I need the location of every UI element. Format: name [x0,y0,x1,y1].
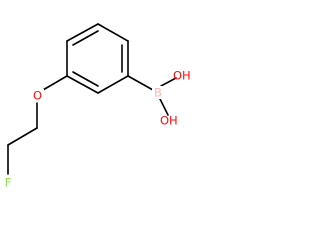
hydroxyl-label-lower: OH [160,114,178,128]
boron-label: B [154,86,162,100]
fluorine-label-background [2,176,15,189]
ether-oxygen-label: O [33,89,42,103]
ring-double-bond [72,71,99,87]
hydroxyl-label-upper: OH [173,69,191,83]
ring-double-bond [72,30,99,46]
fluorine-label: F [5,176,12,190]
boron-to-hydroxyl-bond [158,96,169,116]
atom-labels: O F B OH OH [2,69,191,190]
boron-label-background [152,86,165,99]
oxygen-label-background [31,89,44,102]
bonds [7,23,177,175]
carbon-carbon-bond [7,127,38,146]
ring-to-boron-bond [127,75,154,91]
ring-bond [97,75,129,94]
ring-to-oxygen-bond [42,75,68,91]
ring-bond [66,75,99,94]
boron-to-hydroxyl-bond [160,77,177,87]
molecule-structure: O F B OH OH [2,23,191,190]
ring-bond [97,23,129,42]
ring-bond [66,23,99,42]
